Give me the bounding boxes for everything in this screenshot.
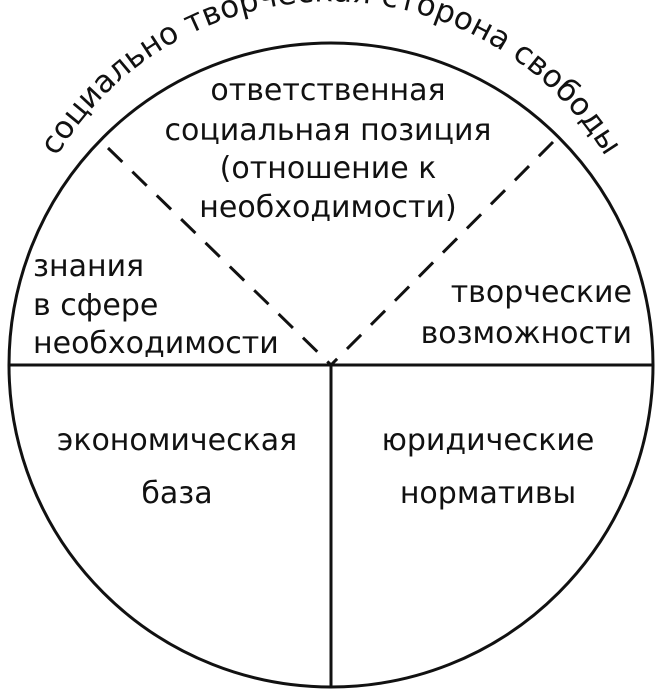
segment-lower-left-line-2: база	[141, 476, 212, 511]
segment-top-line-3: (отношение к	[220, 151, 437, 186]
segment-lower-left: экономическая база	[57, 423, 297, 511]
dashed-line-right	[329, 140, 555, 367]
segment-lower-right: юридические нормативы	[382, 423, 595, 511]
segment-top: ответственная социальная позиция (отноше…	[165, 73, 492, 225]
segment-top-line-2: социальная позиция	[165, 113, 492, 148]
segment-top-line-1: ответственная	[210, 73, 445, 108]
segment-upper-right: творческие возможности	[421, 275, 632, 351]
segment-lower-left-line-1: экономическая	[57, 423, 297, 458]
segment-upper-right-line-1: творческие	[451, 275, 632, 310]
segment-upper-left-line-3: необходимости	[33, 326, 279, 361]
segment-lower-right-line-2: нормативы	[400, 476, 576, 511]
segment-lower-right-line-1: юридические	[382, 423, 595, 458]
segment-top-line-4: необходимости)	[199, 190, 456, 225]
segment-upper-left-line-1: знания	[33, 249, 144, 284]
segment-upper-left: знания в сфере необходимости	[33, 249, 279, 361]
dashed-line-left	[106, 146, 333, 367]
segment-upper-left-line-2: в сфере	[33, 288, 158, 323]
segment-upper-right-line-2: возможности	[421, 316, 632, 351]
